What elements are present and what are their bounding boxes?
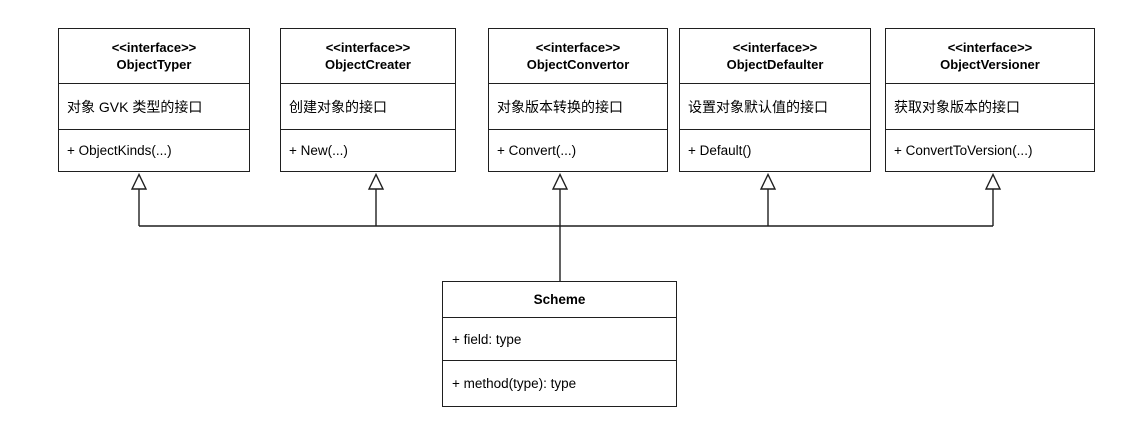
interface-box-objecttyper: <<interface>> ObjectTyper 对象 GVK 类型的接口 +… (58, 28, 250, 172)
stereotype-label: <<interface>> (535, 40, 621, 55)
interface-description: 创建对象的接口 (281, 83, 455, 129)
realization-triangle-icon (551, 172, 569, 190)
interface-description: 设置对象默认值的接口 (680, 83, 870, 129)
interface-box-objectconvertor: <<interface>> ObjectConvertor 对象版本转换的接口 … (488, 28, 668, 172)
interface-name: ObjectTyper (116, 57, 192, 72)
interface-header: <<interface>> ObjectDefaulter (680, 29, 870, 83)
interface-method: + Default() (680, 129, 870, 171)
interface-header: <<interface>> ObjectTyper (59, 29, 249, 83)
interface-description: 对象版本转换的接口 (489, 83, 667, 129)
interface-box-objectdefaulter: <<interface>> ObjectDefaulter 设置对象默认值的接口… (679, 28, 871, 172)
interface-name: ObjectDefaulter (726, 57, 824, 72)
interface-header: <<interface>> ObjectConvertor (489, 29, 667, 83)
realization-triangle-icon (759, 172, 777, 190)
interface-method: + Convert(...) (489, 129, 667, 171)
interface-method: + ObjectKinds(...) (59, 129, 249, 171)
stereotype-label: <<interface>> (111, 40, 197, 55)
interface-header: <<interface>> ObjectCreater (281, 29, 455, 83)
class-field: + field: type (443, 317, 676, 360)
realization-triangle-icon (130, 172, 148, 190)
realization-triangle-icon (984, 172, 1002, 190)
interface-box-objectversioner: <<interface>> ObjectVersioner 获取对象版本的接口 … (885, 28, 1095, 172)
stereotype-label: <<interface>> (947, 40, 1033, 55)
realization-triangle-icon (367, 172, 385, 190)
interface-header: <<interface>> ObjectVersioner (886, 29, 1094, 83)
interface-name: ObjectCreater (325, 57, 411, 72)
interface-description: 对象 GVK 类型的接口 (59, 83, 249, 129)
interface-name: ObjectConvertor (526, 57, 630, 72)
class-name: Scheme (533, 292, 586, 307)
class-method: + method(type): type (443, 360, 676, 406)
interface-method: + ConvertToVersion(...) (886, 129, 1094, 171)
class-box-scheme: Scheme + field: type + method(type): typ… (442, 281, 677, 407)
interface-description: 获取对象版本的接口 (886, 83, 1094, 129)
stereotype-label: <<interface>> (732, 40, 818, 55)
interface-method: + New(...) (281, 129, 455, 171)
interface-name: ObjectVersioner (940, 57, 1040, 72)
stereotype-label: <<interface>> (325, 40, 411, 55)
interface-box-objectcreater: <<interface>> ObjectCreater 创建对象的接口 + Ne… (280, 28, 456, 172)
